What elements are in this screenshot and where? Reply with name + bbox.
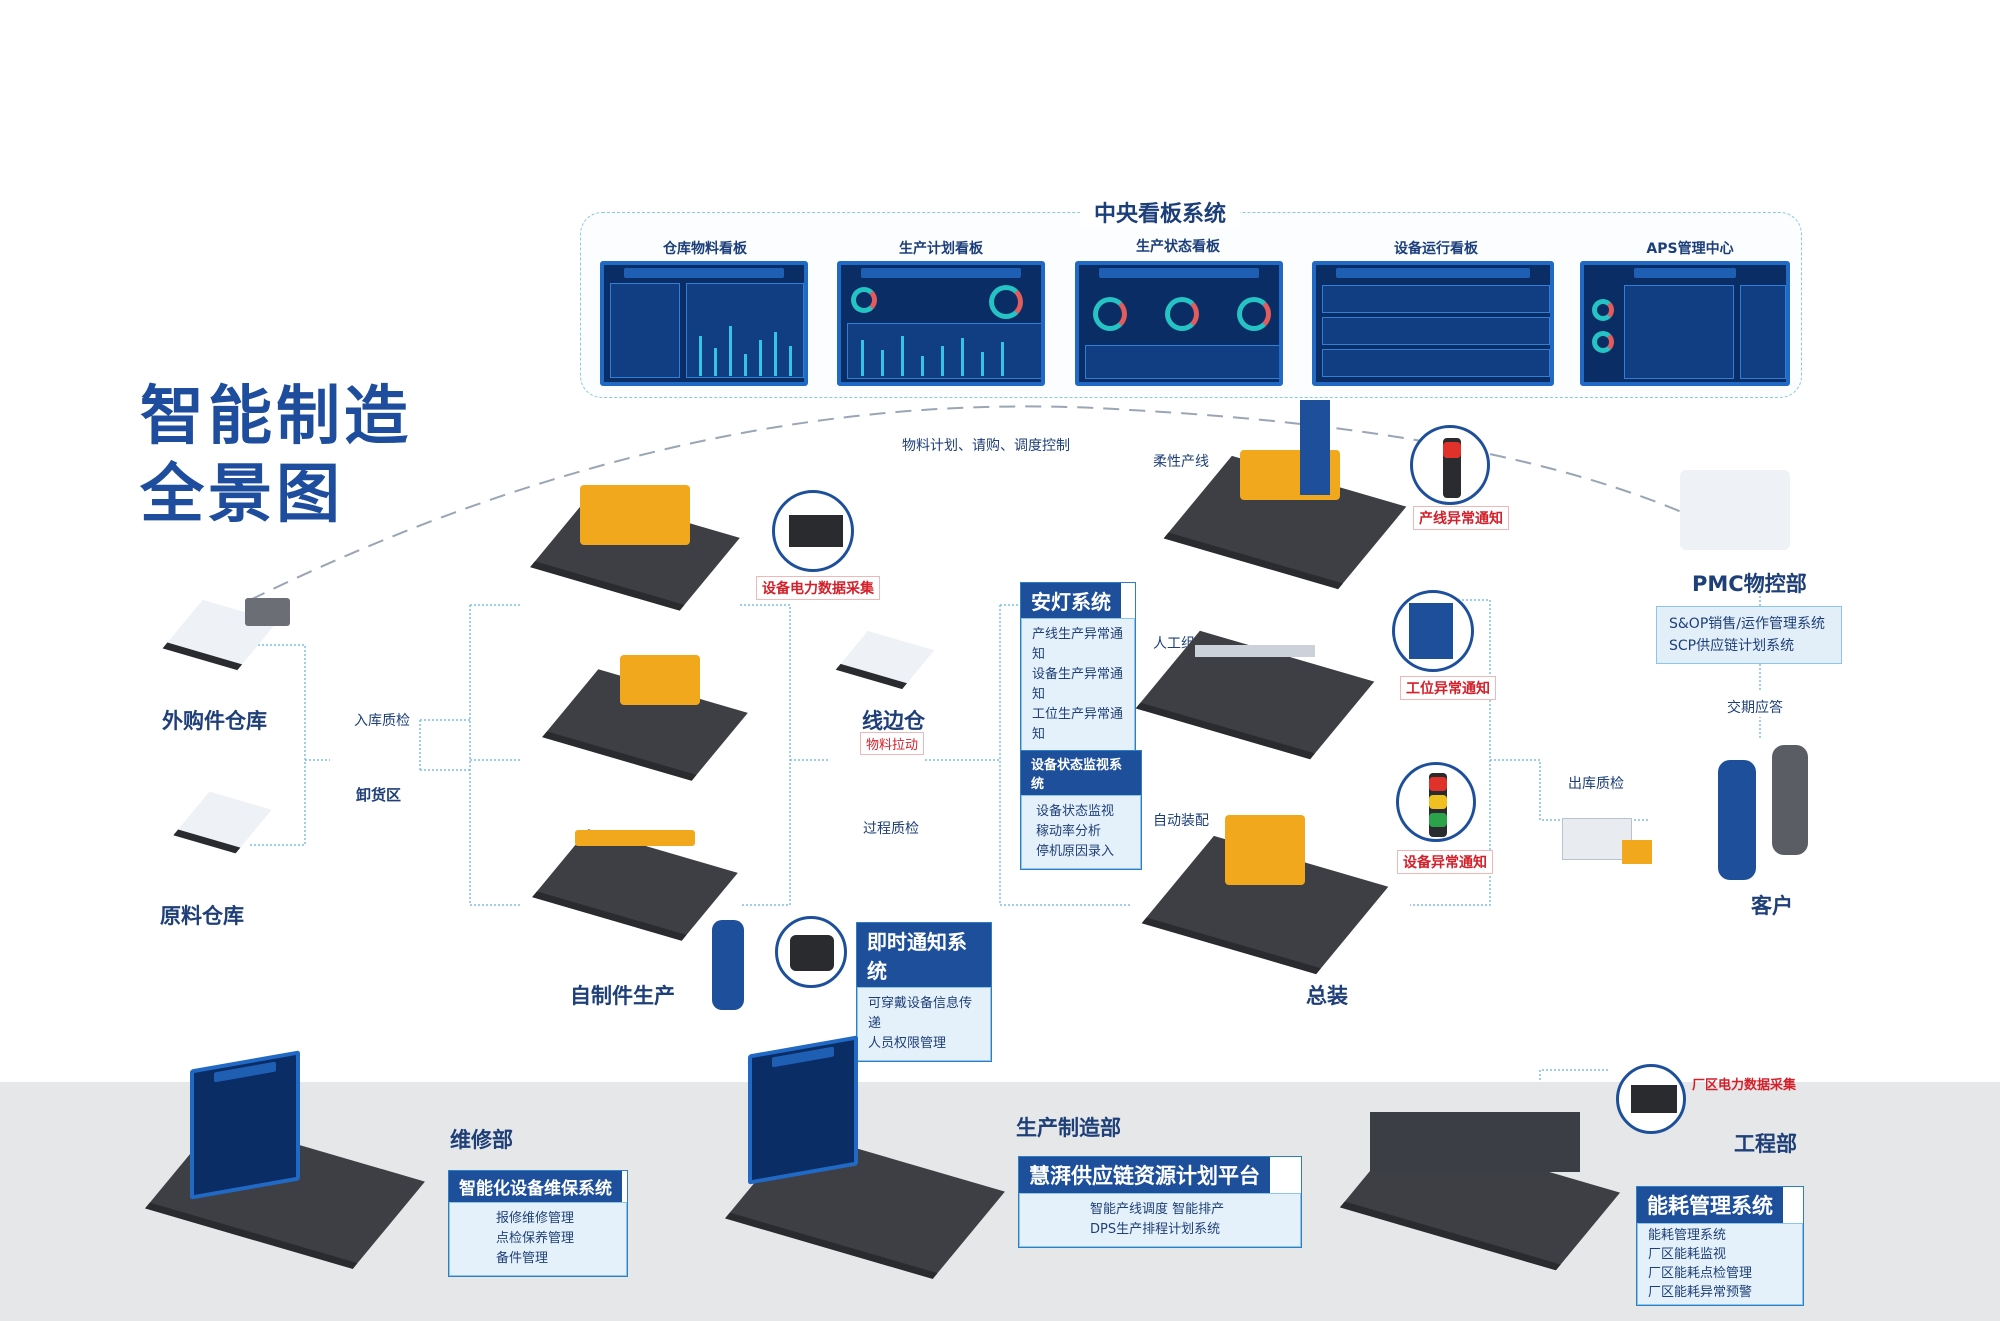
- pmc-item-1: S&OP销售/运作管理系统: [1669, 616, 1825, 632]
- board-title-aps: APS管理中心: [1646, 241, 1734, 257]
- node-purchased-wh: 外购件仓库: [162, 709, 267, 733]
- assembly-line-icon: [575, 830, 695, 846]
- tag-material-pull: 物料拉动: [860, 732, 925, 755]
- tag-equip-alert: 设备异常通知: [1397, 850, 1493, 874]
- node-customer: 客户: [1751, 894, 1793, 918]
- equip-alert-light-icon: [1396, 762, 1476, 842]
- conveyor-icon: [1195, 645, 1315, 657]
- production-system-title: 慧湃供应链资源计划平台: [1019, 1157, 1270, 1193]
- maintenance-item-1: 报修维修管理: [496, 1211, 575, 1226]
- maintenance-item-3: 备件管理: [496, 1251, 549, 1266]
- tag-power-collect: 设备电力数据采集: [756, 576, 880, 600]
- tag-station-alert: 工位异常通知: [1400, 676, 1496, 700]
- notify-item-2: 人员权限管理: [868, 1036, 947, 1051]
- monitor-item-2: 稼动率分析: [1036, 824, 1102, 839]
- page-title-line1: 智能制造: [140, 380, 412, 454]
- production-system-box: 慧湃供应链资源计划平台 智能产线调度 智能排产 DPS生产排程计划系统: [1018, 1156, 1302, 1248]
- engineering-system-box: 能耗管理系统 能耗管理系统 厂区能耗监视 厂区能耗点检管理 厂区能耗异常预警: [1636, 1186, 1804, 1306]
- label-flexible-line: 柔性产线: [1153, 454, 1209, 470]
- monitor-item-1: 设备状态监视: [1036, 804, 1115, 819]
- notify-system-title: 即时通知系统: [857, 923, 991, 987]
- board-title-status: 生产状态看板: [1136, 239, 1220, 255]
- engineering-item-4: 厂区能耗异常预警: [1648, 1285, 1753, 1300]
- node-pmc: PMC物控部: [1692, 572, 1807, 596]
- andon-system-title: 安灯系统: [1021, 583, 1121, 618]
- maintenance-item-2: 点检保养管理: [496, 1231, 575, 1246]
- pmc-meeting-icon: [1680, 470, 1790, 550]
- label-inbound-qc: 入库质检: [352, 710, 412, 730]
- engineering-item-3: 厂区能耗点检管理: [1648, 1266, 1753, 1281]
- node-raw-wh: 原料仓库: [160, 904, 244, 928]
- andon-item-2: 设备生产异常通知: [1032, 667, 1124, 702]
- sales-person-icon: [1772, 745, 1808, 855]
- dept-maintenance: 维修部: [450, 1128, 513, 1152]
- screen-aps[interactable]: [1580, 261, 1790, 386]
- maintenance-system-box: 智能化设备维保系统 报修维修管理 点检保养管理 备件管理: [448, 1170, 628, 1277]
- wearable-device-icon: [775, 916, 847, 988]
- board-title-plan: 生产计划看板: [899, 241, 983, 257]
- production-item-1: 智能产线调度 智能排产: [1090, 1202, 1225, 1217]
- screen-warehouse[interactable]: [600, 261, 808, 386]
- line-alert-light-icon: [1410, 425, 1490, 505]
- label-unloading: 卸货区: [354, 784, 404, 805]
- page-title: 智能制造 全景图: [140, 378, 412, 534]
- tag-line-alert: 产线异常通知: [1413, 506, 1509, 530]
- robot-arm-icon: [620, 655, 700, 705]
- label-process-qc: 过程质检: [863, 821, 919, 837]
- cnc-machine-icon: [580, 485, 690, 545]
- notify-item-1: 可穿戴设备信息传递: [868, 996, 973, 1031]
- production-screen: [748, 1035, 858, 1185]
- page-title-line2: 全景图: [140, 458, 344, 532]
- pmc-item-2: SCP供应链计划系统: [1669, 638, 1795, 654]
- pmc-systems-box: S&OP销售/运作管理系统 SCP供应链计划系统: [1656, 606, 1842, 664]
- truck-cab-icon: [1622, 840, 1652, 864]
- gantry-icon: [1300, 400, 1330, 495]
- customer-person-icon: [1718, 760, 1756, 880]
- monitor-system-title: 设备状态监视系统: [1021, 751, 1141, 795]
- plant-power-meter-icon: [1616, 1064, 1686, 1134]
- board-title-equipment: 设备运行看板: [1394, 241, 1478, 257]
- monitor-item-3: 停机原因录入: [1036, 844, 1115, 859]
- engineering-item-2: 厂区能耗监视: [1648, 1247, 1727, 1262]
- label-auto-assembly: 自动装配: [1153, 813, 1209, 829]
- dept-production: 生产制造部: [1016, 1116, 1121, 1140]
- label-delivery: 交期应答: [1725, 697, 1785, 717]
- andon-system-box: 安灯系统 产线生产异常通知 设备生产异常通知 工位生产异常通知: [1020, 582, 1136, 753]
- board-title-warehouse: 仓库物料看板: [663, 241, 747, 257]
- central-board-title: 中央看板系统: [1080, 196, 1241, 228]
- delivery-truck-icon: [1562, 818, 1632, 860]
- notify-system-box: 即时通知系统 可穿戴设备信息传递 人员权限管理: [856, 922, 992, 1062]
- label-material-plan: 物料计划、请购、调度控制: [902, 438, 1070, 454]
- andon-item-1: 产线生产异常通知: [1032, 627, 1124, 662]
- monitor-system-box: 设备状态监视系统 设备状态监视 稼动率分析 停机原因录入: [1020, 750, 1142, 870]
- power-cabinets-icon: [1370, 1112, 1580, 1172]
- screen-equipment[interactable]: [1312, 261, 1554, 386]
- maintenance-screen: [190, 1050, 300, 1200]
- worker-icon: [712, 920, 744, 1010]
- node-self-production: 自制件生产: [570, 984, 675, 1008]
- truck-icon: [245, 598, 290, 626]
- auto-assembly-robot-icon: [1225, 815, 1305, 885]
- production-item-2: DPS生产排程计划系统: [1090, 1222, 1221, 1237]
- engineering-system-title: 能耗管理系统: [1637, 1187, 1783, 1223]
- screen-plan[interactable]: [837, 261, 1045, 386]
- node-assembly: 总装: [1306, 984, 1348, 1008]
- power-meter-icon: [772, 490, 854, 572]
- node-line-side-wh: 线边仓: [862, 709, 925, 733]
- andon-item-3: 工位生产异常通知: [1032, 707, 1124, 742]
- maintenance-system-title: 智能化设备维保系统: [449, 1171, 622, 1202]
- dept-engineering: 工程部: [1734, 1132, 1797, 1156]
- engineering-item-1: 能耗管理系统: [1648, 1228, 1727, 1243]
- station-alert-panel-icon: [1392, 590, 1474, 672]
- screen-status[interactable]: [1075, 261, 1283, 386]
- tag-plant-power: 厂区电力数据采集: [1692, 1078, 1797, 1093]
- label-outbound-qc: 出库质检: [1566, 773, 1626, 793]
